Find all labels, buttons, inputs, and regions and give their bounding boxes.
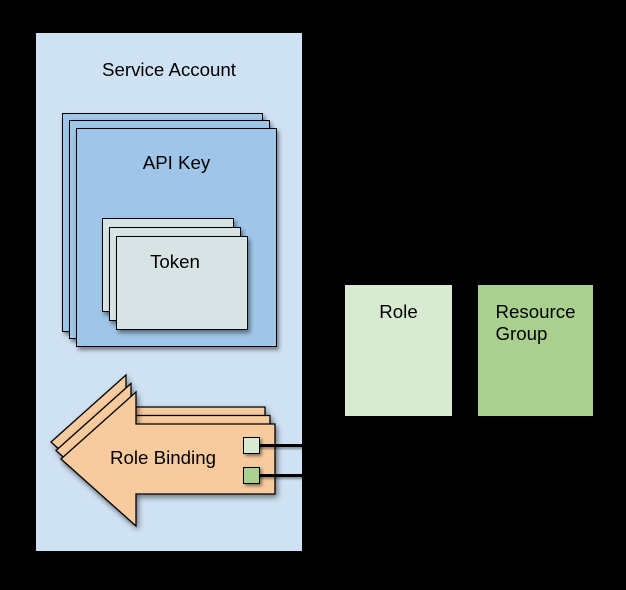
connector-role-binding-to-resource-group (252, 474, 480, 477)
resource-group-box (478, 285, 593, 416)
resource-group-label: Resource Group (478, 301, 593, 345)
role-label: Role (379, 301, 418, 322)
resource-group-label-text: Resource Group (495, 301, 576, 344)
token-box-front (116, 236, 248, 330)
role-binding-arrow (50, 373, 276, 528)
role-port-square (243, 437, 260, 454)
role-binding-label: Role Binding (110, 447, 216, 468)
token-label: Token (150, 251, 200, 272)
role-box (345, 285, 452, 416)
connector-role-binding-to-role (252, 444, 480, 447)
role-binding-arrow-front (60, 390, 276, 528)
service-account-label: Service Account (102, 59, 236, 80)
api-key-label: API Key (142, 152, 211, 173)
resource-group-port-square (243, 467, 260, 484)
